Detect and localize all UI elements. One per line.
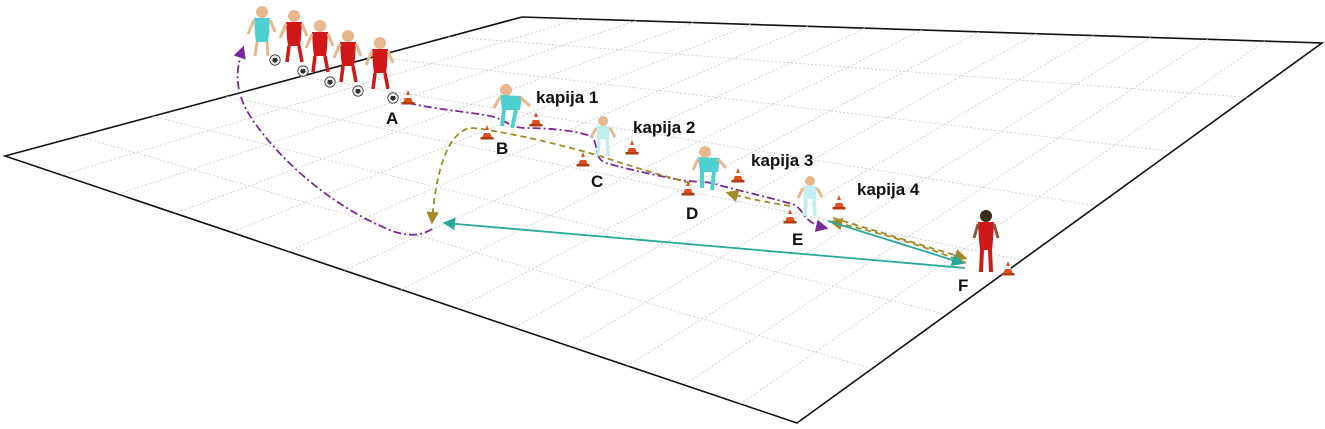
soccer-player-icon [246, 6, 277, 57]
gate-label: kapija 3 [751, 151, 813, 170]
soccer-player-icon [278, 10, 309, 63]
gate-label: kapija 2 [633, 118, 695, 137]
pitch-grid [61, 18, 1266, 405]
pitch-outline [2, 16, 1325, 424]
point-label: A [386, 109, 398, 128]
point-label: D [686, 204, 698, 223]
soccer-ball-icon [297, 65, 309, 77]
point-label: E [792, 230, 803, 249]
point-label: F [958, 276, 968, 295]
soccer-player-icon [796, 176, 824, 217]
soccer-player-icon [332, 30, 363, 83]
pitch [2, 16, 1325, 424]
soccer-ball-icon [387, 92, 399, 104]
gate-label: kapija 4 [857, 180, 920, 199]
soccer-ball-icon [352, 85, 364, 97]
dribble-path [233, 45, 829, 236]
soccer-player-icon [972, 210, 1000, 273]
point-label: C [591, 172, 603, 191]
pass-path [442, 217, 966, 269]
soccer-player-icon [691, 146, 728, 191]
gate-players [492, 84, 824, 217]
point-label: B [496, 139, 508, 158]
soccer-player-icon [492, 84, 532, 129]
soccer-player-icon [304, 20, 335, 73]
soccer-ball-icon [324, 76, 336, 88]
player-queue [246, 6, 399, 104]
gate-labels: kapija 1 kapija 2 kapija 3 kapija 4 [536, 88, 920, 199]
soccer-player-icon [364, 37, 395, 90]
point-labels: A B C D E F [386, 109, 968, 295]
soccer-ball-icon [269, 54, 281, 66]
gate-label: kapija 1 [536, 88, 598, 107]
soccer-player-icon [589, 116, 617, 157]
